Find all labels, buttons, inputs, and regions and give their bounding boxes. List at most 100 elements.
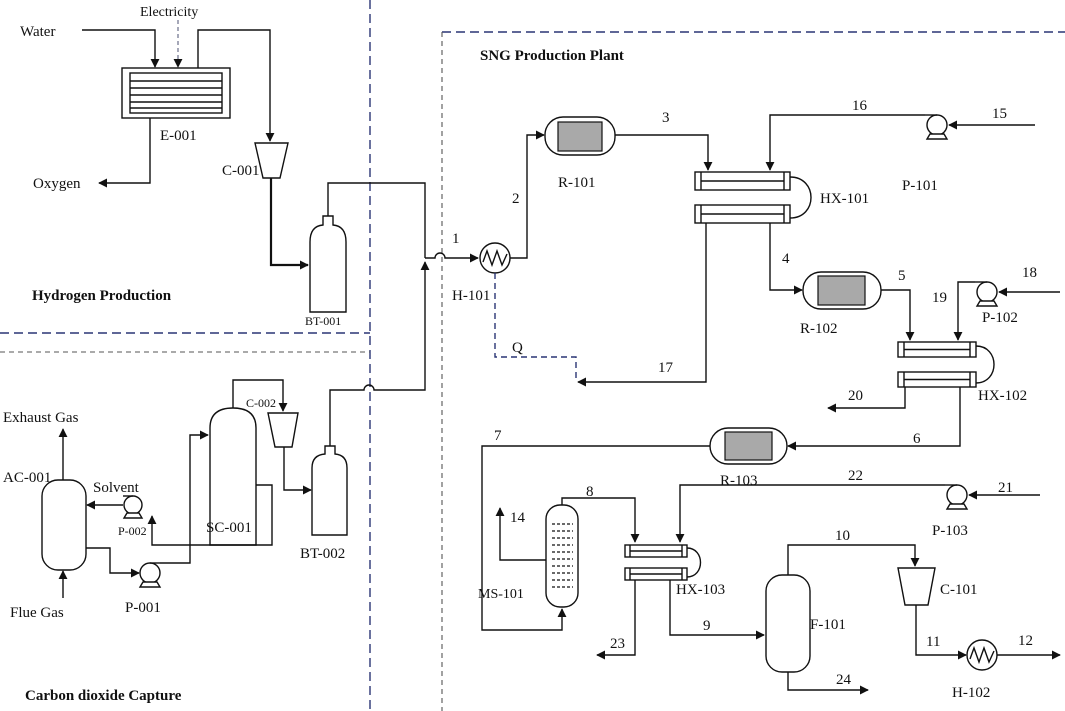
stream-2-line xyxy=(510,130,545,259)
stream-4-line xyxy=(769,223,803,295)
stream-23-line xyxy=(596,580,636,660)
p101-label: P-101 xyxy=(902,178,938,194)
electrolyzer-e001 xyxy=(121,67,231,119)
stream-9-line xyxy=(669,580,765,640)
storage-tank-bt002 xyxy=(311,445,348,536)
stream-1-label: 1 xyxy=(452,231,460,247)
reactor-r102 xyxy=(802,271,882,310)
sc001-label: SC-001 xyxy=(206,520,252,536)
heat-q-label: Q xyxy=(512,340,523,356)
hx101-label: HX-101 xyxy=(820,191,869,207)
stream-6-line xyxy=(787,387,961,451)
p001-to-sc001-line xyxy=(160,430,209,564)
c001-to-bt001-line xyxy=(269,178,309,270)
absorber-ac001 xyxy=(41,479,87,571)
ms101-label: MS-101 xyxy=(478,587,524,602)
p002-label: P-002 xyxy=(118,524,147,538)
r102-label: R-102 xyxy=(800,321,838,337)
bt001-outlet-line xyxy=(327,182,426,258)
stream-17-label: 17 xyxy=(658,360,674,376)
bt001-label: BT-001 xyxy=(305,314,341,328)
section-title-hydrogen: Hydrogen Production xyxy=(32,288,172,304)
solvent-label: Solvent xyxy=(93,480,140,496)
e001-label: E-001 xyxy=(160,128,197,144)
stream-10-line xyxy=(787,544,920,575)
stream-21-label: 21 xyxy=(998,480,1013,496)
compressor-c001 xyxy=(254,142,289,179)
r103-label: R-103 xyxy=(720,473,758,489)
p102-label: P-102 xyxy=(982,310,1018,326)
stream-19-label: 19 xyxy=(932,290,947,306)
heat-exchanger-hx101 xyxy=(694,171,812,224)
stream-20-line xyxy=(827,387,906,413)
stream-16-line xyxy=(765,114,925,171)
stream-6-label: 6 xyxy=(913,431,921,447)
stream-24-line xyxy=(787,672,869,695)
stream-12-label: 12 xyxy=(1018,633,1033,649)
p001-label: P-001 xyxy=(125,600,161,616)
stream-23-label: 23 xyxy=(610,636,625,652)
stream-1-line xyxy=(425,252,479,263)
stream-7-line xyxy=(481,445,710,631)
c001-label: C-001 xyxy=(222,163,260,179)
reactor-r103 xyxy=(709,427,788,465)
heater-h102 xyxy=(966,639,998,671)
pump-p002 xyxy=(122,495,144,519)
hx102-label: HX-102 xyxy=(978,388,1027,404)
stream-19-line xyxy=(953,281,975,341)
hx103-label: HX-103 xyxy=(676,582,725,598)
water-label: Water xyxy=(20,24,55,40)
section-title-co2: Carbon dioxide Capture xyxy=(25,688,182,704)
c101-label: C-101 xyxy=(940,582,978,598)
hydrogen-line xyxy=(197,29,275,142)
water-line xyxy=(82,29,160,68)
stream-17-line xyxy=(577,223,707,387)
heat-exchanger-hx103 xyxy=(624,544,702,581)
oxygen-line xyxy=(98,118,151,188)
pump-p101 xyxy=(925,114,949,140)
stream-22-label: 22 xyxy=(848,468,863,484)
stream-10-label: 10 xyxy=(835,528,850,544)
sc001-to-c002-line xyxy=(232,379,288,412)
c002-label: C-002 xyxy=(246,396,276,410)
c002-to-bt002-line xyxy=(283,447,312,495)
heat-q-line xyxy=(494,273,577,378)
stream-24-label: 24 xyxy=(836,672,852,688)
stream-5-line xyxy=(881,289,915,341)
stream-14-label: 14 xyxy=(510,510,526,526)
stream-16-label: 16 xyxy=(852,98,868,114)
compressor-c101 xyxy=(897,567,936,606)
stream-2-label: 2 xyxy=(512,191,520,207)
stream-22-line xyxy=(675,484,945,543)
heater-h101 xyxy=(479,242,511,274)
storage-tank-bt001 xyxy=(309,215,347,313)
stream-7-label: 7 xyxy=(494,428,502,444)
separator-ms101 xyxy=(545,504,579,608)
f101-label: F-101 xyxy=(810,617,846,633)
stream-9-label: 9 xyxy=(703,618,711,634)
heat-exchanger-hx102 xyxy=(897,341,995,388)
stream-20-label: 20 xyxy=(848,388,863,404)
oxygen-label: Oxygen xyxy=(33,176,81,192)
pump-p103 xyxy=(945,484,969,510)
pump-p001 xyxy=(138,562,162,588)
stream-18-label: 18 xyxy=(1022,265,1037,281)
electricity-label: Electricity xyxy=(140,5,198,20)
stream-4-label: 4 xyxy=(782,251,790,267)
stream-14-line xyxy=(495,507,546,561)
section-title-sng: SNG Production Plant xyxy=(480,48,624,64)
h101-label: H-101 xyxy=(452,288,490,304)
stream-11-label: 11 xyxy=(926,634,940,650)
sc001-lean-solvent-line xyxy=(147,484,273,546)
bt002-outlet-line xyxy=(329,261,430,446)
stream-3-line xyxy=(615,134,713,171)
flash-drum-f101 xyxy=(765,574,811,673)
ac001-to-p001-line xyxy=(86,547,140,578)
stream-5-label: 5 xyxy=(898,268,906,284)
r101-label: R-101 xyxy=(558,175,596,191)
exhaust-gas-label: Exhaust Gas xyxy=(3,410,79,426)
stream-8-line xyxy=(561,497,640,543)
stream-8-label: 8 xyxy=(586,484,594,500)
reactor-r101 xyxy=(544,116,616,156)
